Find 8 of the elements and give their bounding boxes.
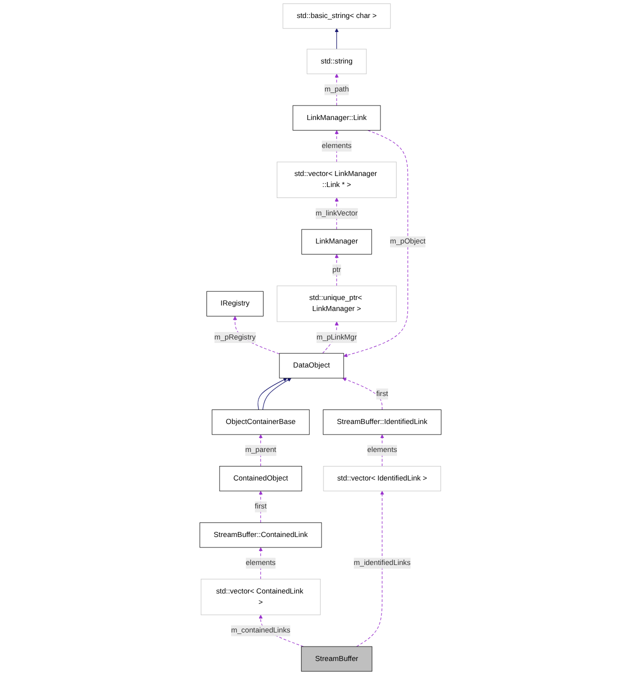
arrow bbox=[334, 28, 339, 50]
arrow bbox=[334, 254, 339, 286]
arrow bbox=[342, 378, 382, 410]
arrow bbox=[356, 490, 384, 647]
arrow bbox=[262, 378, 292, 410]
arrow bbox=[258, 378, 288, 410]
arrow bbox=[343, 130, 408, 358]
arrow bbox=[258, 490, 263, 523]
